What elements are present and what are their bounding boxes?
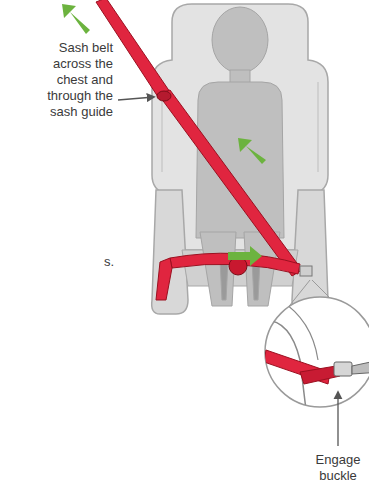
callout-label: Engage buckle	[308, 452, 368, 484]
sash-guide	[157, 91, 171, 101]
seat-belt	[96, 0, 312, 300]
callout-label: Sash belt across the chest and through t…	[33, 40, 113, 120]
buckle-detail	[262, 300, 369, 410]
leader-arrow	[337, 392, 338, 446]
leader-arrow	[118, 97, 154, 100]
detail-inset	[265, 297, 369, 407]
callout-label: s.	[104, 254, 124, 270]
